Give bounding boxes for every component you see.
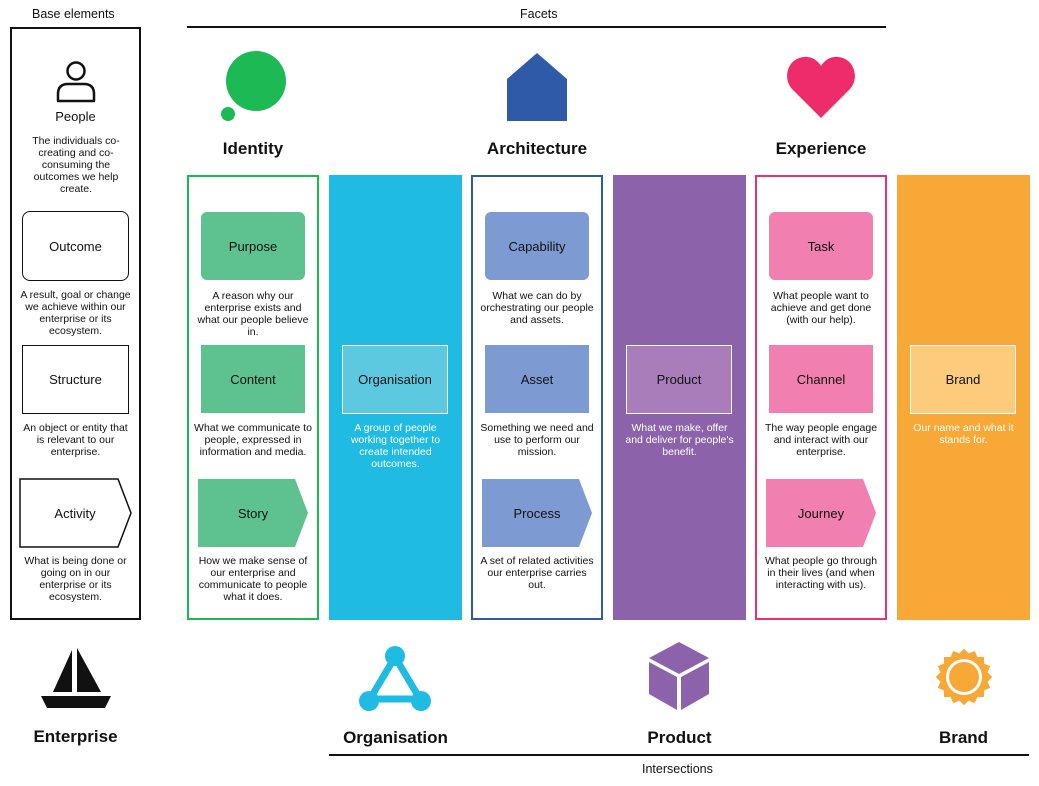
journey-shape — [766, 479, 876, 547]
identity-header: Identity — [222, 139, 284, 158]
story-title: Story — [237, 505, 269, 521]
capability-title: Capability — [508, 238, 566, 254]
story-desc: How we make sense of our enterprise and … — [198, 555, 308, 603]
product-footer: Product — [647, 728, 712, 747]
journey-title: Journey — [797, 505, 845, 521]
organisation-box-title: Organisation — [358, 372, 432, 387]
channel-title: Channel — [796, 371, 846, 387]
activity-shape — [19, 478, 133, 548]
capability-box: Capability — [485, 212, 589, 280]
intersections-rule — [329, 754, 1029, 756]
task-title: Task — [807, 238, 835, 254]
process-title: Process — [513, 505, 561, 521]
experience-column — [755, 175, 887, 620]
identity-column — [187, 175, 319, 620]
purpose-box: Purpose — [201, 212, 305, 280]
outcome-desc: A result, goal or change we achieve with… — [20, 289, 131, 337]
process-shape — [482, 479, 592, 547]
brand-box-title: Brand — [945, 372, 981, 387]
heart-icon — [786, 55, 856, 119]
process-desc: A set of related activities our enterpri… — [480, 555, 594, 591]
organisation-desc: A group of people working together to cr… — [350, 422, 441, 470]
facets-rule — [187, 26, 886, 28]
brand-desc: Our name and what it stands for. — [913, 422, 1014, 446]
facets-label: Facets — [520, 7, 558, 21]
journey-label-box: Journey — [766, 479, 876, 547]
asset-box: Asset — [485, 345, 589, 413]
outcome-title: Outcome — [49, 238, 102, 254]
product-box: Product — [626, 345, 732, 414]
people-desc: The individuals co-creating and co-consu… — [32, 135, 120, 195]
content-title: Content — [230, 371, 276, 387]
architecture-column — [471, 175, 603, 620]
story-shape — [198, 479, 308, 547]
purpose-title: Purpose — [228, 238, 278, 254]
product-desc: What we make, offer and deliver for peop… — [625, 422, 734, 458]
channel-box: Channel — [769, 345, 873, 413]
cube-icon — [649, 642, 709, 710]
content-desc: What we communicate to people, expressed… — [194, 422, 312, 458]
product-box-title: Product — [656, 372, 702, 387]
intersections-label: Intersections — [642, 762, 713, 776]
task-desc: What people want to achieve and get done… — [770, 290, 872, 326]
experience-header: Experience — [775, 139, 867, 158]
sailboat-icon — [41, 648, 111, 710]
outcome-box: Outcome — [22, 211, 129, 281]
task-box: Task — [769, 212, 873, 280]
person-icon — [56, 60, 96, 104]
sun-icon — [927, 640, 1001, 714]
structure-desc: An object or entity that is relevant to … — [23, 422, 128, 458]
people-title: People — [55, 109, 96, 124]
journey-desc: What people go through in their lives (a… — [764, 555, 878, 591]
house-icon — [507, 53, 567, 121]
base-elements-panel — [10, 27, 141, 620]
organisation-footer: Organisation — [343, 728, 448, 747]
structure-title: Structure — [49, 372, 102, 387]
purpose-desc: A reason why our enterprise exists and w… — [197, 290, 309, 338]
activity-label-box: Activity — [19, 478, 131, 548]
speech-bubble-icon — [218, 50, 290, 124]
story-label-box: Story — [198, 479, 308, 547]
activity-title: Activity — [54, 505, 96, 521]
capability-desc: What we can do by orchestrating our peop… — [480, 290, 594, 326]
network-triangle-icon — [357, 645, 433, 715]
asset-title: Asset — [520, 371, 554, 387]
brand-box: Brand — [910, 345, 1016, 414]
channel-desc: The way people engage and interact with … — [764, 422, 878, 458]
base-elements-label: Base elements — [32, 7, 115, 21]
brand-footer: Brand — [938, 728, 989, 747]
structure-box: Structure — [22, 345, 129, 414]
asset-desc: Something we need and use to perform our… — [480, 422, 594, 458]
organisation-box: Organisation — [342, 345, 448, 414]
architecture-header: Architecture — [486, 139, 588, 158]
process-label-box: Process — [482, 479, 592, 547]
enterprise-footer: Enterprise — [33, 727, 118, 746]
content-box: Content — [201, 345, 305, 413]
activity-desc: What is being done or going on in our en… — [24, 555, 127, 603]
